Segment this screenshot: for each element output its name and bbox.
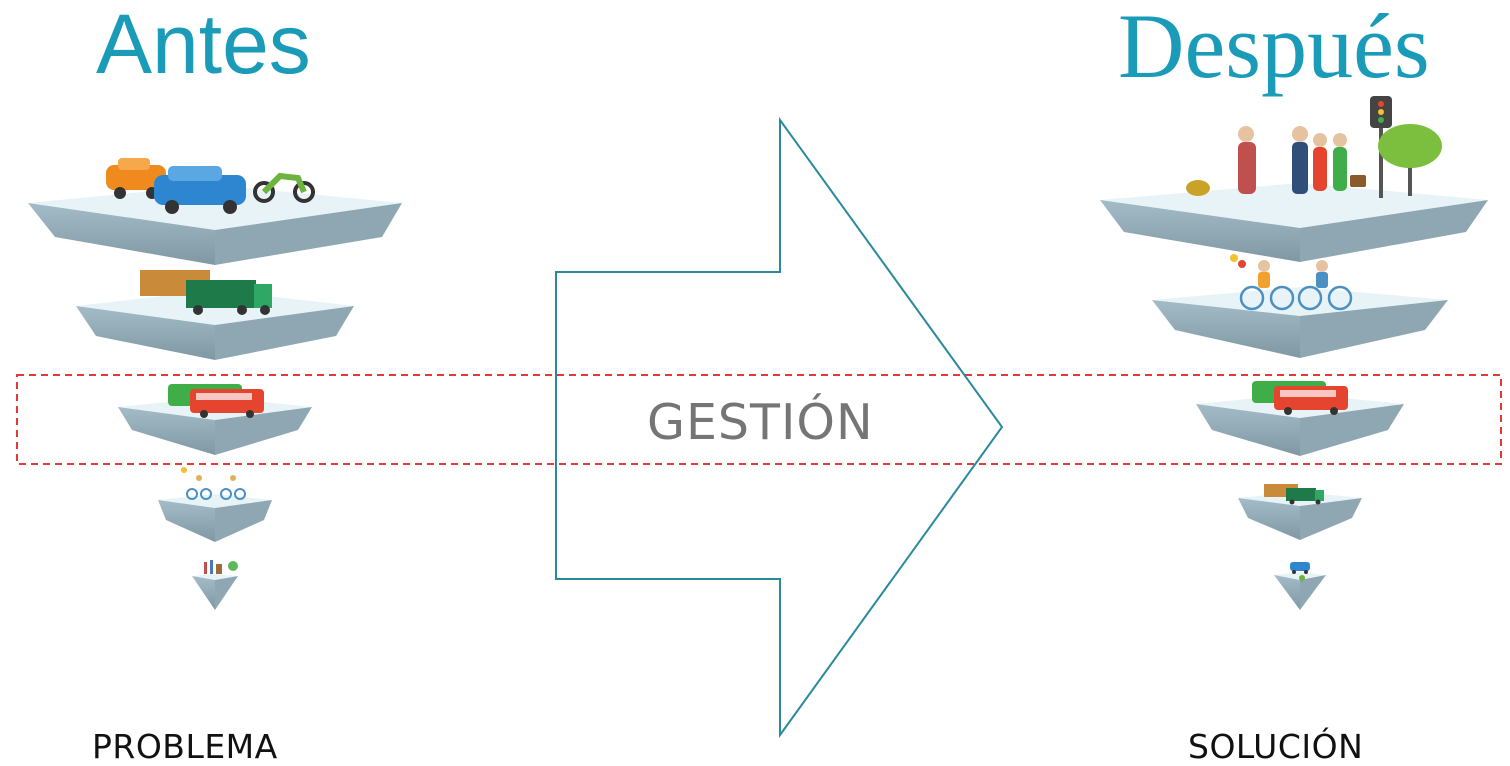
- tier-pedestrians: [1100, 96, 1488, 262]
- tier-trucks: [76, 270, 354, 360]
- tier-pedestrians: [192, 560, 238, 610]
- tier-bicycles: [1152, 254, 1448, 358]
- gestion-label: GESTIÓN: [647, 398, 874, 447]
- tier-trucks: [1238, 484, 1362, 540]
- tier-buses: [118, 384, 312, 455]
- tier-buses: [1196, 381, 1404, 456]
- bicycle-icon: [181, 467, 245, 499]
- tree-icon: [1378, 124, 1442, 196]
- pedestrian-icon: [1238, 126, 1366, 194]
- tier-cars: [28, 158, 402, 265]
- caption-problema: PROBLEMA: [92, 730, 278, 763]
- bush-icon: [1186, 180, 1210, 196]
- pyramid-left: [28, 158, 402, 610]
- tier-bicycles: [158, 467, 272, 542]
- caption-solucion: SOLUCIÓN: [1188, 730, 1363, 763]
- pyramid-right: [1100, 96, 1488, 610]
- tier-car: [1274, 562, 1326, 610]
- pedestrian-icon: [204, 560, 238, 574]
